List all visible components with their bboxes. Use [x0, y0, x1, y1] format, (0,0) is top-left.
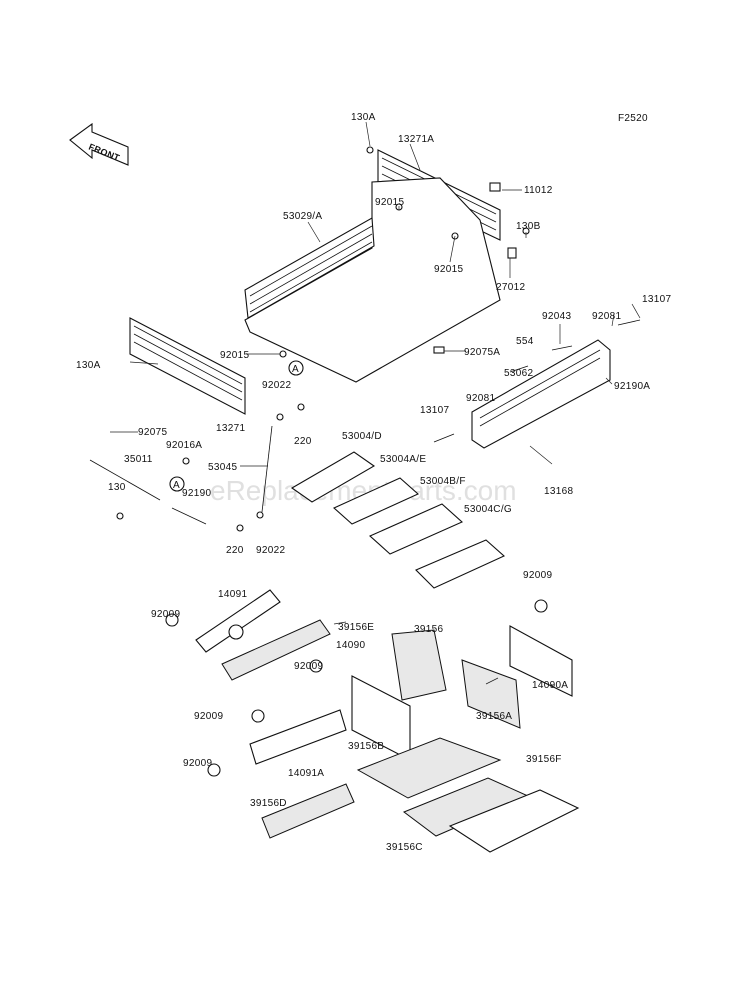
label-39156E: 39156E	[338, 622, 374, 633]
hardware-bolts	[89, 146, 641, 532]
label-39156B: 39156B	[348, 741, 384, 752]
tailgate-53062	[471, 339, 611, 449]
pad-39156A	[461, 659, 521, 729]
label-92016A: 92016A	[166, 440, 202, 451]
label-14091: 14091	[218, 589, 247, 600]
ref-marker-A-lower: A	[169, 476, 185, 492]
label-130A: 130A	[351, 112, 376, 123]
label-92015: 92015	[375, 197, 404, 208]
label-92015: 92015	[434, 264, 463, 275]
leader-lines	[110, 121, 641, 686]
part-labels: 130A 13271A 11012 53029/A 92015 130B 920…	[76, 112, 671, 853]
knob-hardware-92009	[165, 599, 548, 777]
label-13168: 13168	[544, 486, 573, 497]
pad-39156D	[261, 783, 355, 839]
svg-text:A: A	[292, 364, 299, 375]
bed-floor-53029A	[244, 177, 501, 383]
label-53045: 53045	[208, 462, 237, 473]
label-92022: 92022	[256, 545, 285, 556]
label-53004AE: 53004A/E	[380, 454, 426, 465]
label-39156D: 39156D	[250, 798, 287, 809]
pad-39156E	[221, 619, 331, 681]
label-53029A: 53029/A	[283, 211, 322, 222]
label-14090: 14090	[336, 640, 365, 651]
label-92009: 92009	[183, 758, 212, 769]
label-92009: 92009	[523, 570, 552, 581]
label-92015: 92015	[220, 350, 249, 361]
label-14091A: 14091A	[288, 768, 324, 779]
pad-39156	[391, 629, 447, 701]
label-13271A: 13271A	[398, 134, 434, 145]
label-130: 130	[108, 482, 126, 493]
label-92075A: 92075A	[464, 347, 500, 358]
label-39156F: 39156F	[526, 754, 562, 765]
cover-14091A	[249, 709, 347, 765]
label-27012: 27012	[496, 282, 525, 293]
svg-text:A: A	[173, 480, 180, 491]
label-92022: 92022	[262, 380, 291, 391]
label-130A: 130A	[76, 360, 101, 371]
cover-14090A	[509, 625, 573, 697]
label-53004D: 53004/D	[342, 431, 382, 442]
label-13107: 13107	[420, 405, 449, 416]
label-92190: 92190	[182, 488, 211, 499]
label-39156C: 39156C	[386, 842, 423, 853]
label-92075: 92075	[138, 427, 167, 438]
pad-39156B	[356, 737, 502, 799]
label-220: 220	[226, 545, 244, 556]
label-11012: 11012	[524, 185, 553, 196]
side-panel-13271	[129, 317, 246, 415]
label-554: 554	[516, 336, 534, 347]
ref-marker-A-upper: A	[288, 360, 304, 376]
label-92009: 92009	[294, 661, 323, 672]
label-13271: 13271	[216, 423, 245, 434]
label-13107: 13107	[642, 294, 671, 305]
cover-14091	[195, 589, 281, 653]
label-92009: 92009	[194, 711, 223, 722]
label-53004CG: 53004C/G	[464, 504, 512, 515]
label-53004BF: 53004B/F	[420, 476, 466, 487]
label-14090A: 14090A	[532, 680, 568, 691]
label-39156: 39156	[414, 624, 443, 635]
label-39156A: 39156A	[476, 711, 512, 722]
floor-mats-53004	[290, 451, 505, 589]
label-92081: 92081	[592, 311, 621, 322]
label-130B: 130B	[516, 221, 541, 232]
label-92190A: 92190A	[614, 381, 650, 392]
front-arrow-icon: FRONT	[69, 122, 129, 166]
label-92009: 92009	[151, 609, 180, 620]
label-53062: 53062	[504, 368, 533, 379]
label-92081: 92081	[466, 393, 495, 404]
label-220: 220	[294, 436, 312, 447]
figure-code: F2520	[618, 113, 648, 124]
pad-39156F	[448, 789, 580, 853]
label-92043: 92043	[542, 311, 571, 322]
label-35011: 35011	[124, 454, 153, 465]
